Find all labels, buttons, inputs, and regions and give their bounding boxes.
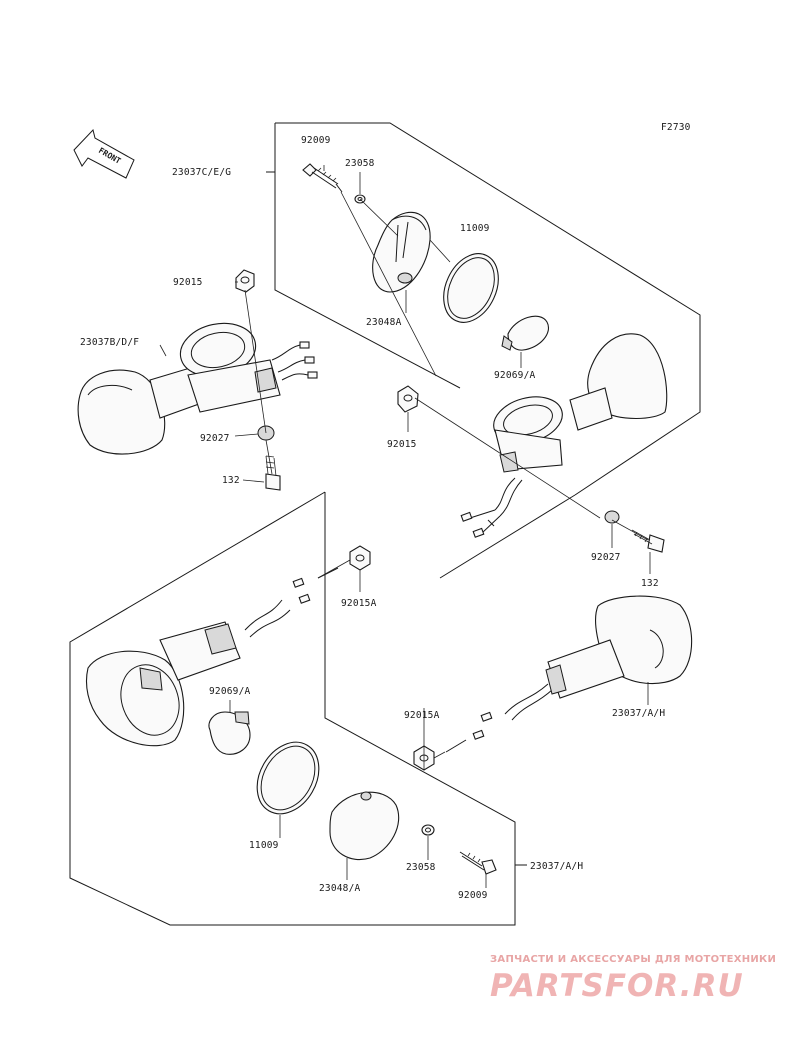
label-screw-bottom: 92009 (458, 890, 488, 901)
bolt-left-part (265, 455, 281, 491)
label-lens-bottom: 23048/A (319, 883, 361, 894)
watermark-brand: PARTSFOR.RU (490, 968, 744, 1004)
nut-top-mid-part (397, 385, 419, 413)
front-label: FRONT (97, 146, 123, 166)
front-arrow-icon: FRONT (73, 128, 135, 179)
label-bolt-right: 132 (641, 578, 659, 589)
housing-bottom-right-part (545, 595, 693, 699)
bolt-right-part (631, 529, 665, 553)
label-collar-right: 92027 (591, 552, 621, 563)
label-housing-left: 23037B/D/F (80, 337, 139, 348)
top-assembly-frame (266, 122, 701, 579)
label-nut-mid-right: 92015A (404, 710, 440, 721)
screw-top-part (302, 163, 343, 193)
label-ring-bottom: 11009 (249, 840, 279, 851)
label-housing-right: 23037/A/H (612, 708, 665, 719)
label-bulb-bottom: 92069/A (209, 686, 251, 697)
screw-bottom-part (459, 851, 497, 875)
label-collar-left: 92027 (200, 433, 230, 444)
ring-top-part (443, 253, 499, 323)
label-bolt-left: 132 (222, 475, 240, 486)
label-nut-top-mid: 92015 (387, 439, 417, 450)
housing-bottom-left-part (85, 621, 241, 747)
bulb-top-part (501, 315, 549, 351)
lens-top-part (372, 211, 431, 293)
label-bracket-bottom: 23037/A/H (530, 861, 583, 872)
ring-bottom-part (256, 741, 320, 815)
label-nut-mid-left: 92015A (341, 598, 377, 609)
collar-right-part (604, 510, 620, 524)
figure-code: F2730 (661, 122, 691, 133)
nut-mid-left-part (349, 545, 371, 571)
nut-top-left-part (235, 269, 255, 293)
label-screw-top: 92009 (301, 135, 331, 146)
label-washer-top: 23058 (345, 158, 375, 169)
housing-top-right-part (493, 333, 668, 473)
wires-top-right (460, 477, 523, 538)
bottom-assembly-frame (69, 491, 527, 926)
lens-bottom-part (329, 791, 400, 860)
watermark-subtitle: ЗАПЧАСТИ И АКСЕССУАРЫ ДЛЯ МОТОТЕХНИКИ (490, 954, 776, 965)
wires-top-left (271, 341, 318, 381)
label-bulb-top: 92069/A (494, 370, 536, 381)
washer-bottom-part (421, 824, 435, 836)
label-lens-top: 23048A (366, 317, 402, 328)
bulb-bottom-part (208, 711, 251, 755)
label-nut-top-left: 92015 (173, 277, 203, 288)
label-top-bracket-c: 23037C/E/G (172, 167, 231, 178)
label-washer-bottom: 23058 (406, 862, 436, 873)
wires-mid-right (445, 683, 553, 753)
label-ring-top: 11009 (460, 223, 490, 234)
wires-mid-left (244, 567, 339, 638)
leader-lines (159, 165, 651, 888)
